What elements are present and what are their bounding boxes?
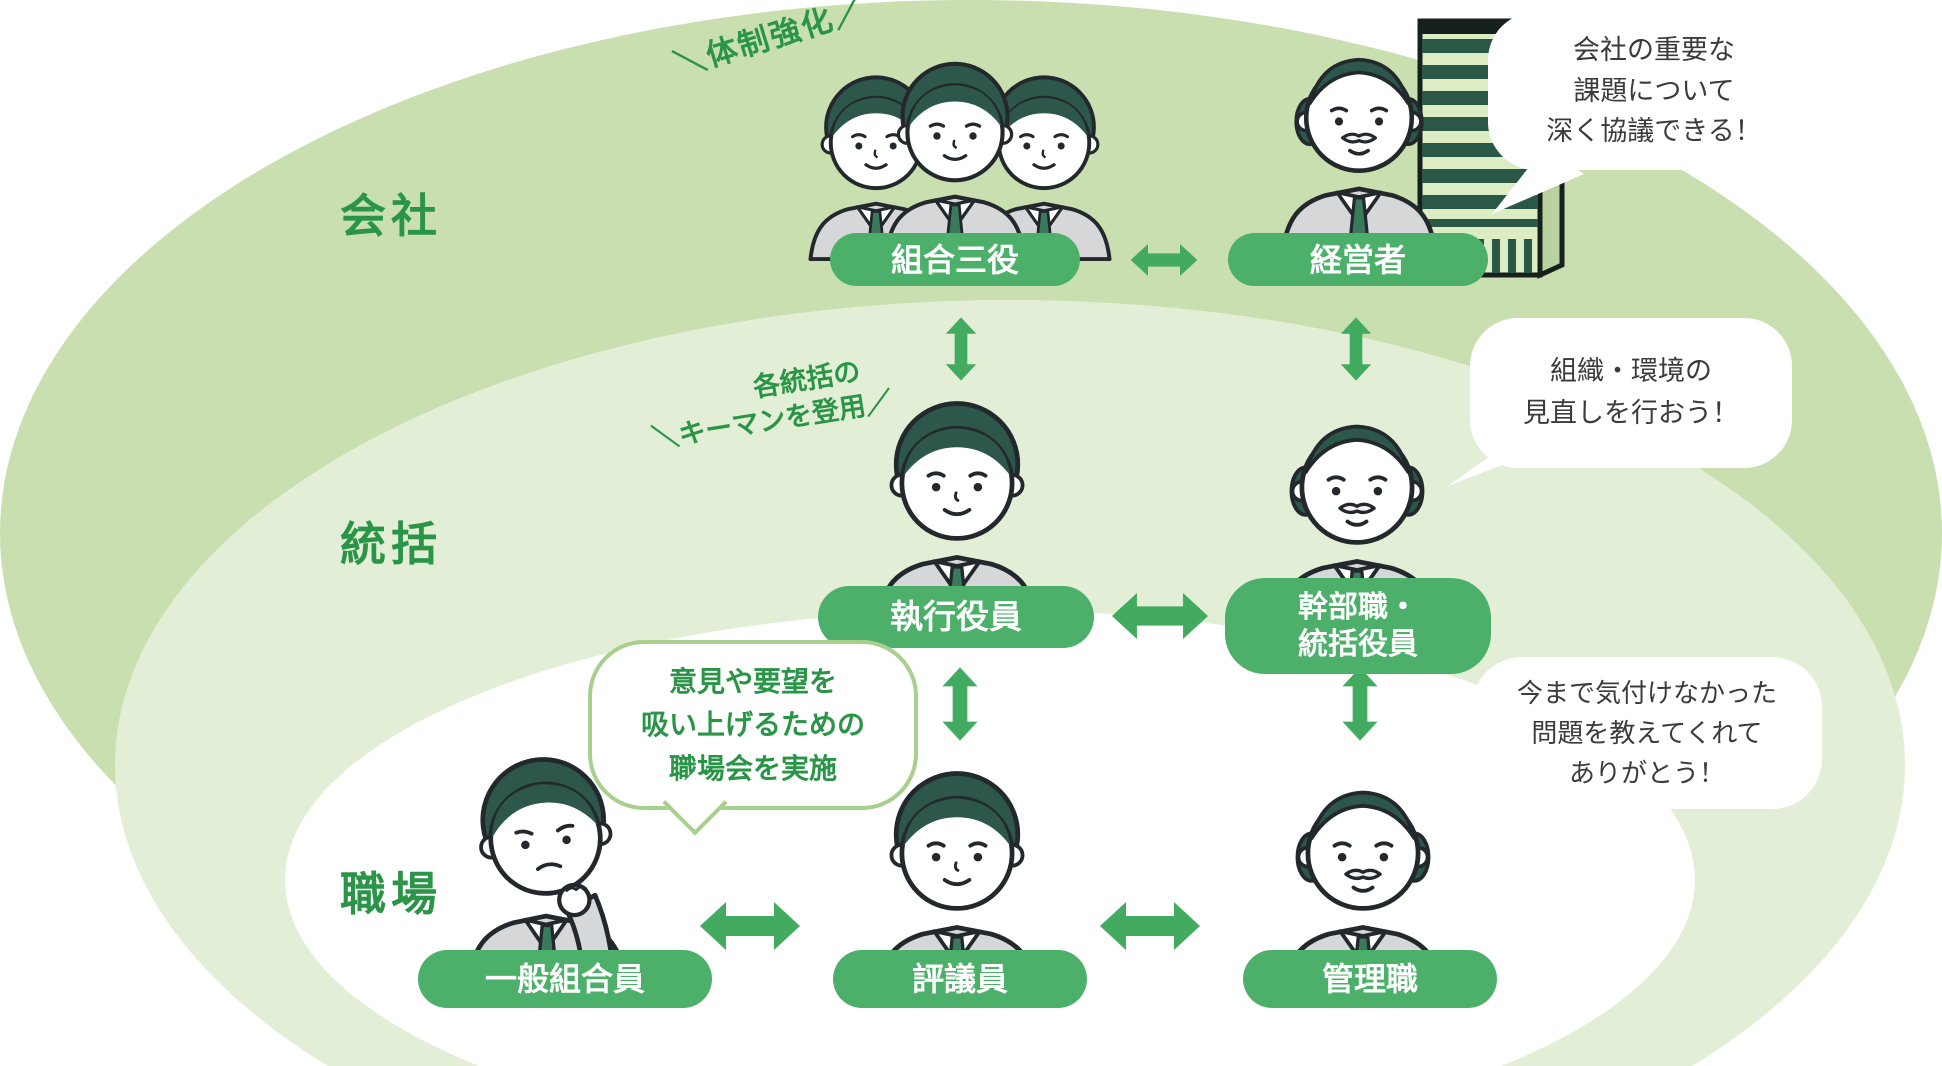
- role-pill-councilor: 評議員: [833, 950, 1087, 1008]
- arrow-member-councilor: [700, 902, 800, 950]
- bubble-line: 見直しを行おう！: [1523, 398, 1739, 428]
- arrow-executive-seniorstaff: [1112, 592, 1208, 640]
- bubble-line: 組織・環境の: [1550, 356, 1712, 387]
- role-pill-senior-staff: 幹部職・ 統括役員: [1225, 578, 1491, 674]
- role-pill-management: 経営者: [1228, 233, 1488, 286]
- arrow-councilor-manager: [1100, 902, 1200, 950]
- speech-bubble-top-right: 会社の重要な 課題について 深く協議できる！: [1488, 12, 1820, 170]
- management-illustration: [1268, 30, 1450, 254]
- role-pill-general-member: 一般組合員: [418, 950, 712, 1008]
- speech-bubble-mid-right: 組織・環境の 見直しを行おう！: [1470, 318, 1792, 468]
- bubble-line: 会社の重要な: [1573, 35, 1735, 66]
- bubble-line: 意見や要望を: [668, 665, 837, 697]
- role-pill-union-officers: 組合三役: [830, 233, 1080, 286]
- bubble-line: 吸い上げるための: [640, 709, 865, 741]
- arrow-union-management: [1130, 244, 1198, 276]
- speech-bubble-top-right-tail: [1492, 148, 1584, 214]
- role-pill-senior-staff-line1: 幹部職・: [1298, 590, 1418, 624]
- bubble-line: 深く協議できる！: [1546, 116, 1762, 147]
- arrow-management-seniorstaff: [1340, 317, 1372, 381]
- bubble-line: ありがとう！: [1568, 758, 1725, 789]
- arrow-union-executive: [945, 317, 977, 381]
- zone-label-supervision: 統括: [340, 518, 442, 570]
- role-pill-executive-officers: 執行役員: [818, 586, 1094, 648]
- bubble-line: 問題を教えてくれて: [1531, 717, 1763, 748]
- speech-bubble-left: 意見や要望を 吸い上げるための 職場会を実施: [588, 640, 918, 810]
- zone-label-workplace: 職場: [340, 868, 442, 920]
- speech-bubble-bottom-right-tail: [1438, 704, 1488, 760]
- speech-bubble-mid-right-tail: [1448, 436, 1518, 486]
- speech-bubble-bottom-right: 今まで気付けなかった 問題を教えてくれて ありがとう！: [1472, 657, 1822, 809]
- zone-label-company: 会社: [340, 190, 442, 242]
- role-pill-senior-staff-line2: 統括役員: [1298, 628, 1418, 661]
- role-pill-manager: 管理職: [1243, 950, 1497, 1008]
- bubble-line: 課題について: [1573, 75, 1735, 106]
- arrow-executive-councilor: [942, 667, 978, 741]
- bubble-line: 今まで気付けなかった: [1516, 677, 1777, 708]
